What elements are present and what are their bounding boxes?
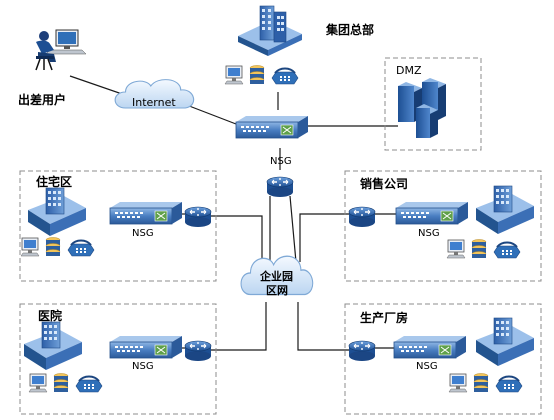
residential-box	[19, 170, 217, 282]
sales-router-device	[348, 206, 376, 228]
sales-nsg-device	[395, 201, 469, 225]
campus-label-line2: 区网	[266, 284, 288, 297]
campus-label-line1: 企业园	[259, 269, 293, 283]
factory-nsg-device	[393, 335, 467, 359]
sales-building-icon	[475, 185, 535, 235]
residential-router-device	[184, 206, 212, 228]
sales-nsg-label: NSG	[418, 228, 440, 239]
dmz-box	[384, 57, 482, 151]
residential-endpoints-icon	[20, 236, 95, 257]
link-campus-factory	[297, 302, 352, 351]
site-boxes	[19, 57, 542, 415]
link-internet-hq-nsg	[183, 103, 237, 125]
factory-nsg-label: NSG	[416, 361, 438, 372]
core-router-device	[266, 176, 294, 198]
hospital-nsg-label: NSG	[132, 361, 154, 372]
hq-nsg-label: NSG	[270, 156, 292, 167]
link-traveler-internet	[69, 75, 129, 97]
factory-router-device	[348, 340, 376, 362]
residential-building-icon	[27, 187, 87, 237]
hq-label: 集团总部	[325, 22, 374, 37]
sales-endpoints-icon	[446, 238, 521, 259]
link-campus-sales	[299, 213, 352, 262]
factory-building-icon	[475, 317, 535, 367]
hq-nsg-device	[235, 115, 309, 139]
hospital-building-icon	[23, 321, 83, 371]
hospital-router-device	[184, 340, 212, 362]
sales-label: 销售公司	[360, 176, 408, 191]
hospital-nsg-device	[109, 335, 183, 359]
hospital-box	[19, 303, 217, 415]
factory-endpoints-icon	[448, 372, 523, 393]
sales-box	[344, 170, 542, 282]
hq-building-icon	[238, 5, 302, 56]
factory-box	[344, 303, 542, 415]
residential-label: 住宅区	[36, 174, 72, 189]
hq-endpoints-icon	[224, 64, 299, 85]
link-core-router-campus-right	[289, 195, 297, 263]
dmz-label: DMZ	[396, 64, 422, 77]
dmz-servers-icon	[398, 78, 446, 138]
internet-label: Internet	[132, 96, 176, 109]
residential-nsg-label: NSG	[132, 228, 154, 239]
traveler-label: 出差用户	[18, 92, 66, 107]
link-campus-residential	[210, 215, 263, 262]
factory-label: 生产厂房	[360, 310, 408, 325]
hospital-endpoints-icon	[28, 372, 103, 393]
link-campus-hospital	[210, 302, 267, 351]
hospital-label: 医院	[38, 308, 62, 323]
traveler-user-icon	[35, 29, 87, 71]
residential-nsg-device	[109, 201, 183, 225]
